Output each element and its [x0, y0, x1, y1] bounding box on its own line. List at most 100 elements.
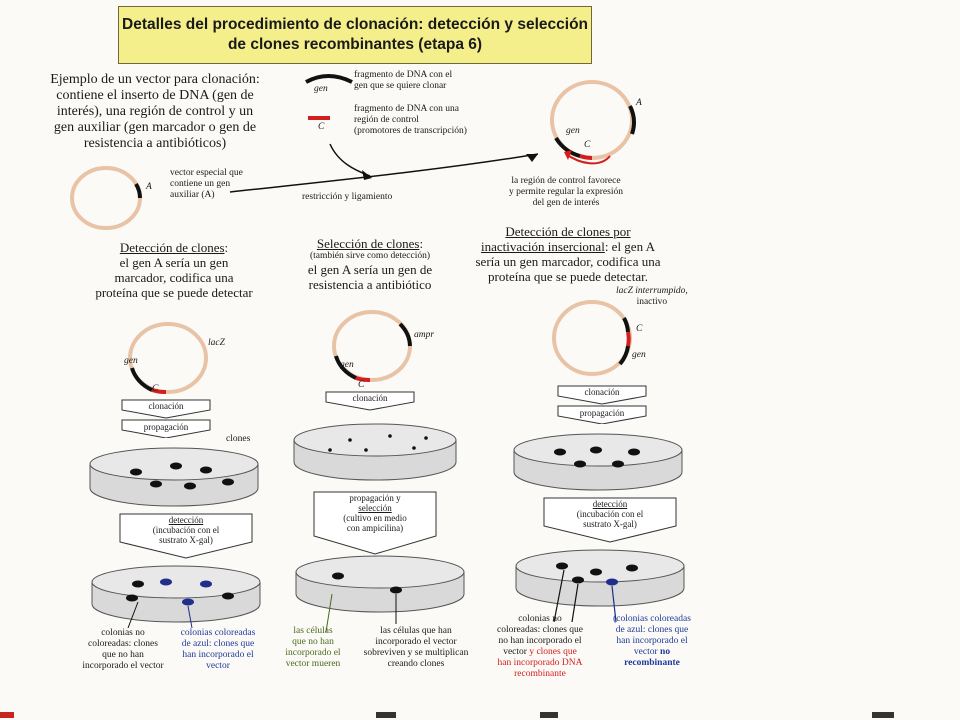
dish-top	[515, 549, 685, 583]
right-heading-title: Detección de clones por	[505, 224, 631, 239]
middle-heading-line: resistencia a antibiótico	[308, 277, 432, 292]
intro-line: interés), una región de control y un	[56, 104, 254, 119]
control-note: la región de control favorece y permite …	[486, 176, 646, 209]
right-heading-rest: : el gen A	[604, 239, 655, 254]
control-segment	[579, 154, 593, 160]
control-note-line: y permite regular la expresión	[509, 187, 623, 197]
cell	[364, 448, 368, 452]
right-gen-tag: gen	[632, 350, 646, 360]
lacz-segment	[622, 317, 630, 333]
right-heading-line: proteína que se puede detectar.	[488, 269, 648, 284]
left-step-cloning: clonación	[148, 401, 184, 411]
caption-red-line: han incorporado DNA	[497, 658, 583, 668]
bottom-stroke	[872, 712, 894, 718]
pointer-line	[325, 593, 333, 632]
select-line: propagación y	[349, 493, 401, 503]
blue-colony	[182, 598, 194, 606]
blue-colony	[200, 580, 212, 588]
left-dish-1	[89, 447, 259, 507]
vector-plasmid	[70, 166, 142, 230]
pointer-line	[127, 601, 139, 628]
left-detect-text: detección (incubación con el sustrato X-…	[116, 515, 256, 545]
middle-select-arrow	[313, 491, 437, 555]
select-line: (cultivo en medio	[343, 513, 407, 523]
left-heading-colon: :	[224, 240, 229, 255]
caption-line: coloreadas: clones que	[497, 625, 583, 635]
caption-line: sobreviven y se multiplican	[363, 648, 469, 658]
legend-gen-desc-line: gen que se quiere clonar	[354, 81, 447, 91]
caption-line: (colonias coloreadas	[613, 614, 691, 624]
step-arrow	[325, 391, 415, 411]
amp-segment	[398, 322, 412, 347]
colony	[130, 468, 142, 476]
legend-c-tag: C	[318, 122, 325, 132]
legend-gen-desc: fragmento de DNA con el gen que se quier…	[354, 70, 452, 92]
left-plasmid	[128, 322, 208, 395]
right-heading-line: sería un gen marcador, codifica una	[475, 254, 661, 269]
middle-gen-tag: gen	[340, 360, 354, 370]
right-detect-arrow	[543, 497, 677, 543]
right-detect-title: detección	[592, 499, 628, 509]
gen-segment	[618, 345, 630, 366]
middle-c-tag: C	[358, 380, 365, 390]
caption-line: creando clones	[387, 659, 445, 669]
vector-a-tag: A	[146, 182, 152, 192]
cell	[424, 436, 428, 440]
colony	[332, 572, 344, 580]
arrows	[229, 143, 539, 193]
pointer-line	[611, 585, 617, 622]
caption-line: vector	[633, 647, 658, 657]
caption-line: vector	[206, 661, 230, 671]
middle-dish-1	[293, 423, 457, 481]
caption-line: las células	[293, 626, 333, 636]
restriction-label: restricción y ligamiento	[302, 192, 393, 202]
bottom-stroke	[376, 712, 396, 718]
right-plasmid	[552, 300, 632, 376]
left-caption-black: colonias no coloreadas: clones que no ha…	[78, 628, 168, 672]
colony	[132, 580, 144, 588]
caption-line: incorporado el vector	[82, 661, 164, 671]
intro-line: contiene el inserto de DNA (gen de	[56, 88, 254, 103]
left-step-propagation: propagación	[143, 422, 189, 432]
vector-desc-line: vector especial que	[170, 168, 243, 178]
legend-gen-desc-line: fragmento de DNA con el	[354, 70, 453, 80]
colony	[222, 478, 234, 486]
colony	[590, 568, 602, 576]
right-caption-left: colonias no coloreadas: clones que no ha…	[478, 614, 602, 680]
caption-line: incorporado el vector	[375, 637, 457, 647]
colony	[554, 448, 566, 456]
main-arrow	[229, 153, 539, 193]
middle-caption-black: las células que han incorporado el vecto…	[354, 626, 478, 670]
colony	[612, 460, 624, 468]
gen-segment	[130, 367, 153, 392]
plasmid-ring	[552, 300, 632, 376]
gen-fragment	[305, 74, 353, 84]
right-step-cloning: clonación	[584, 387, 620, 397]
right-step-propagation: propagación	[579, 408, 625, 418]
colony	[628, 448, 640, 456]
intro-text: Ejemplo de un vector para clonación: con…	[40, 72, 270, 152]
step-arrow	[557, 385, 647, 405]
pointer-line	[553, 569, 565, 622]
intro-line: Ejemplo de un vector para clonación:	[50, 72, 260, 87]
left-step-arrows	[121, 399, 211, 438]
step-arrow	[557, 405, 647, 424]
cell	[348, 438, 352, 442]
detect-arrow-shape	[119, 513, 253, 559]
cell	[412, 446, 416, 450]
left-gen-tag: gen	[124, 356, 138, 366]
legend-control-desc-line: fragmento de DNA con una	[354, 104, 459, 114]
vector-desc-line: contiene un gen	[170, 179, 231, 189]
caption-line: incorporado el	[285, 648, 341, 658]
right-detect-line: (incubación con el	[576, 509, 644, 519]
left-lacz-tag: lacZ	[208, 338, 225, 348]
caption-line: colonias coloreadas	[180, 628, 256, 638]
vector-desc: vector especial que contiene un gen auxi…	[170, 168, 243, 201]
middle-heading-line: el gen A sería un gen de	[307, 262, 433, 277]
control-note-line: del gen de interés	[532, 198, 600, 208]
left-detect-title: detección	[168, 515, 204, 525]
caption-bold: recombinante	[624, 658, 680, 668]
intro-line: gen auxiliar (gen marcador o gen de	[53, 120, 257, 135]
select-line: con ampicilina)	[346, 523, 404, 533]
caption-line: vector mueren	[285, 659, 341, 669]
